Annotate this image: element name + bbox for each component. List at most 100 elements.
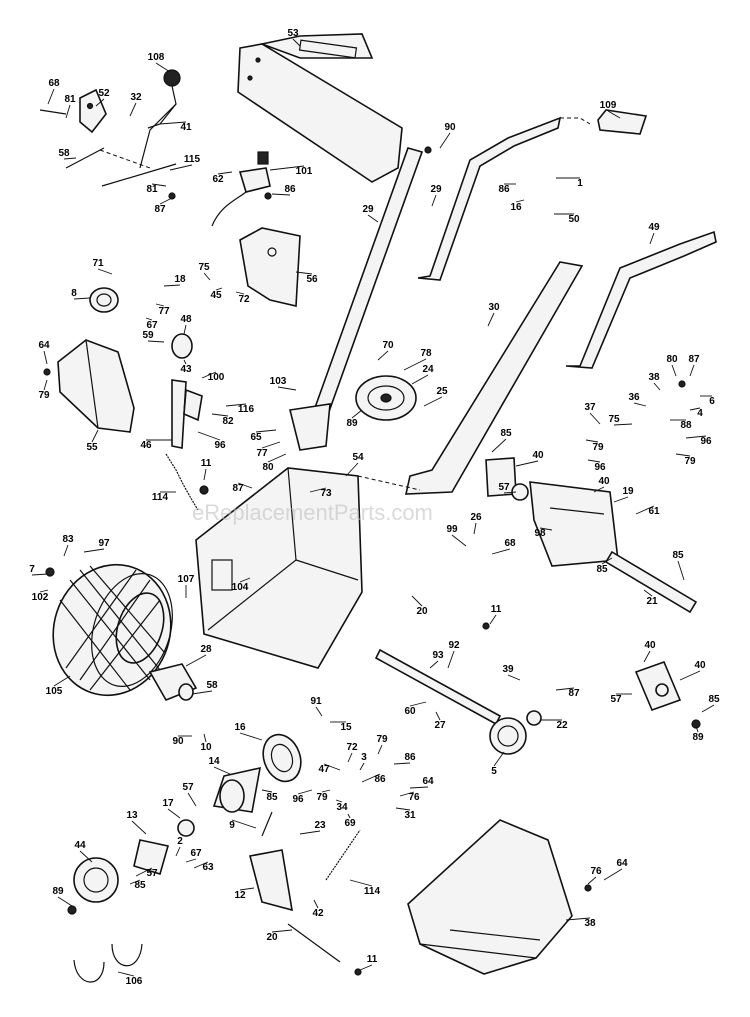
leader-line — [235, 291, 245, 295]
callout-75b: 75 — [608, 414, 633, 426]
callout-number: 64 — [616, 858, 628, 869]
leader-line — [147, 340, 165, 343]
frame-housing-54 — [195, 467, 421, 669]
leader-line — [213, 766, 231, 775]
callout-number: 27 — [434, 720, 446, 731]
callout-number: 5 — [491, 766, 497, 777]
leader-line — [185, 858, 197, 863]
callout-number: 23 — [314, 820, 326, 831]
callout-19: 19 — [613, 486, 634, 503]
leader-line — [689, 364, 695, 377]
callout-14: 14 — [208, 756, 231, 775]
leader-line — [43, 350, 48, 365]
callout-58a: 58 — [58, 148, 77, 160]
hub-28 — [148, 663, 198, 702]
handle-tube-30 — [404, 261, 584, 495]
callout-number: 53 — [287, 28, 299, 39]
callout-38: 38 — [648, 372, 661, 391]
callout-number: 116 — [238, 404, 255, 415]
callout-71: 71 — [92, 258, 113, 275]
callout-number: 20 — [416, 606, 428, 617]
leader-line — [321, 789, 331, 793]
callout-number: 70 — [382, 340, 394, 351]
leader-line — [231, 819, 257, 829]
leader-line — [393, 762, 411, 765]
callout-69: 69 — [344, 813, 356, 829]
leader-line — [473, 522, 477, 535]
callout-number: 20 — [266, 932, 278, 943]
callout-number: 8 — [71, 288, 77, 299]
leader-line — [613, 423, 633, 426]
callout-87c: 87 — [232, 482, 253, 494]
callout-37: 37 — [584, 402, 601, 425]
leader-line — [489, 614, 497, 625]
callout-114a: 114 — [152, 491, 176, 503]
callout-number: 68 — [504, 538, 516, 549]
callout-67a: 67 — [145, 317, 158, 331]
callout-85a: 85 — [491, 428, 512, 453]
callout-number: 86 — [498, 184, 510, 195]
callout-number: 91 — [310, 696, 322, 707]
leader-line — [31, 573, 49, 576]
leader-line — [493, 751, 505, 767]
callout-103: 103 — [270, 376, 297, 391]
leader-line — [203, 272, 211, 281]
callout-30: 30 — [487, 302, 500, 327]
leader-line — [487, 312, 495, 327]
callout-80a: 80 — [262, 453, 287, 473]
callout-number: 58 — [206, 680, 218, 691]
leader-line — [565, 917, 591, 921]
callout-101: 101 — [269, 165, 313, 177]
shift-lever-assembly — [39, 69, 181, 187]
callout-40c: 40 — [643, 640, 656, 663]
callout-number: 40 — [694, 660, 706, 671]
callout-64b: 64 — [409, 776, 434, 789]
leader-line — [261, 441, 281, 449]
callout-11a: 11 — [201, 458, 212, 481]
leader-line — [335, 799, 343, 803]
callout-number: 34 — [336, 802, 348, 813]
leader-line — [603, 868, 623, 881]
callout-number: 52 — [98, 88, 110, 99]
callout-number: 55 — [86, 442, 98, 453]
callout-number: 58 — [58, 148, 70, 159]
callout-number: 54 — [352, 452, 364, 463]
callout-10: 10 — [200, 733, 212, 753]
callout-108: 108 — [148, 52, 171, 73]
callout-3: 3 — [359, 752, 367, 771]
callout-number: 11 — [491, 604, 502, 615]
shaft-27 — [374, 648, 542, 755]
callout-57c: 57 — [182, 782, 197, 807]
leader-line — [411, 374, 429, 385]
leader-line — [359, 964, 373, 971]
axle-21 — [604, 550, 698, 614]
callout-number: 50 — [568, 214, 580, 225]
leader-line — [97, 268, 113, 275]
callout-23: 23 — [299, 820, 326, 835]
leader-line — [91, 429, 99, 443]
callout-number: 92 — [448, 640, 460, 651]
callout-number: 109 — [600, 100, 617, 111]
leader-line — [593, 486, 605, 493]
leader-line — [435, 711, 441, 721]
leader-line — [63, 157, 77, 160]
callout-4: 4 — [689, 407, 703, 419]
lever-12 — [249, 811, 361, 963]
leader-line — [323, 763, 341, 771]
callout-81a: 81 — [64, 94, 76, 119]
callout-55: 55 — [86, 429, 99, 453]
leader-line — [635, 505, 655, 515]
leader-line — [643, 589, 653, 597]
leader-line — [431, 194, 437, 207]
leader-line — [395, 807, 411, 811]
callout-number: 16 — [510, 202, 522, 213]
callout-number: 99 — [446, 524, 458, 535]
leader-line — [267, 453, 287, 463]
callout-number: 77 — [158, 306, 170, 317]
callout-85b: 85 — [596, 557, 613, 575]
callout-number: 67 — [190, 848, 202, 859]
callout-number: 80 — [262, 462, 274, 473]
callout-70: 70 — [377, 340, 394, 361]
callout-number: 6 — [709, 396, 715, 407]
